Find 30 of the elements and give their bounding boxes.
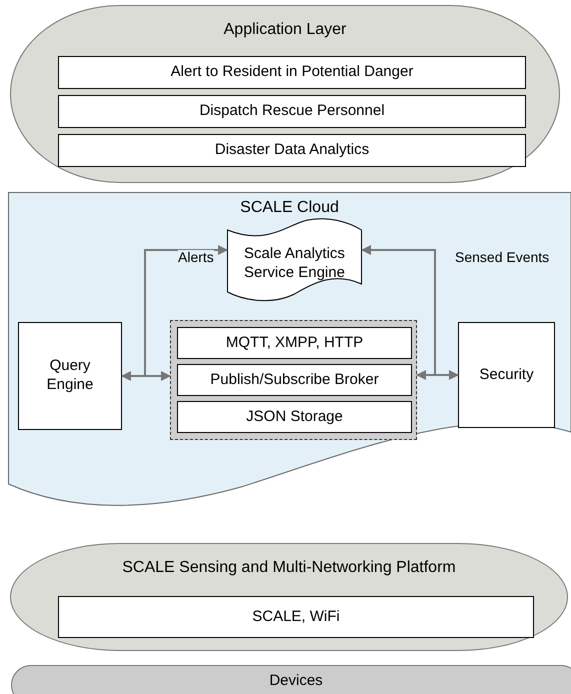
process-box	[58, 95, 526, 128]
process-box	[58, 56, 526, 89]
edge-label: Alerts	[178, 250, 214, 264]
process-box	[58, 596, 534, 638]
node-label: SCALE Cloud	[240, 198, 339, 218]
process-box	[177, 364, 412, 396]
node-label: Query Engine	[46, 357, 94, 395]
node-label: Application Layer	[224, 20, 346, 40]
node-label: Devices	[269, 672, 323, 691]
node-label: Scale Analytics Service Engine	[243, 245, 346, 283]
arrow	[121, 371, 171, 381]
process-box	[458, 322, 555, 428]
node-label: SCALE Sensing and Multi-Networking Platform	[122, 558, 456, 578]
process-box	[177, 401, 412, 433]
arrow	[416, 370, 459, 380]
edge-label: Sensed Events	[455, 250, 550, 264]
node-label: Security	[479, 366, 534, 384]
process-box	[58, 134, 526, 167]
node-label: Disaster Data Analytics	[214, 141, 370, 160]
node-label: Dispatch Rescue Personnel	[199, 102, 385, 121]
layer-band	[11, 665, 571, 694]
dashed-group	[170, 320, 417, 440]
node-label: SCALE, WiFi	[252, 608, 340, 626]
node-label: JSON Storage	[246, 408, 343, 426]
node-label: Publish/Subscribe Broker	[210, 370, 379, 390]
document-shape	[227, 218, 362, 302]
node-label: Alert to Resident in Potential Danger	[170, 63, 414, 82]
node-label: MQTT, XMPP, HTTP	[226, 334, 364, 352]
process-box	[177, 327, 412, 359]
process-box	[18, 322, 122, 430]
